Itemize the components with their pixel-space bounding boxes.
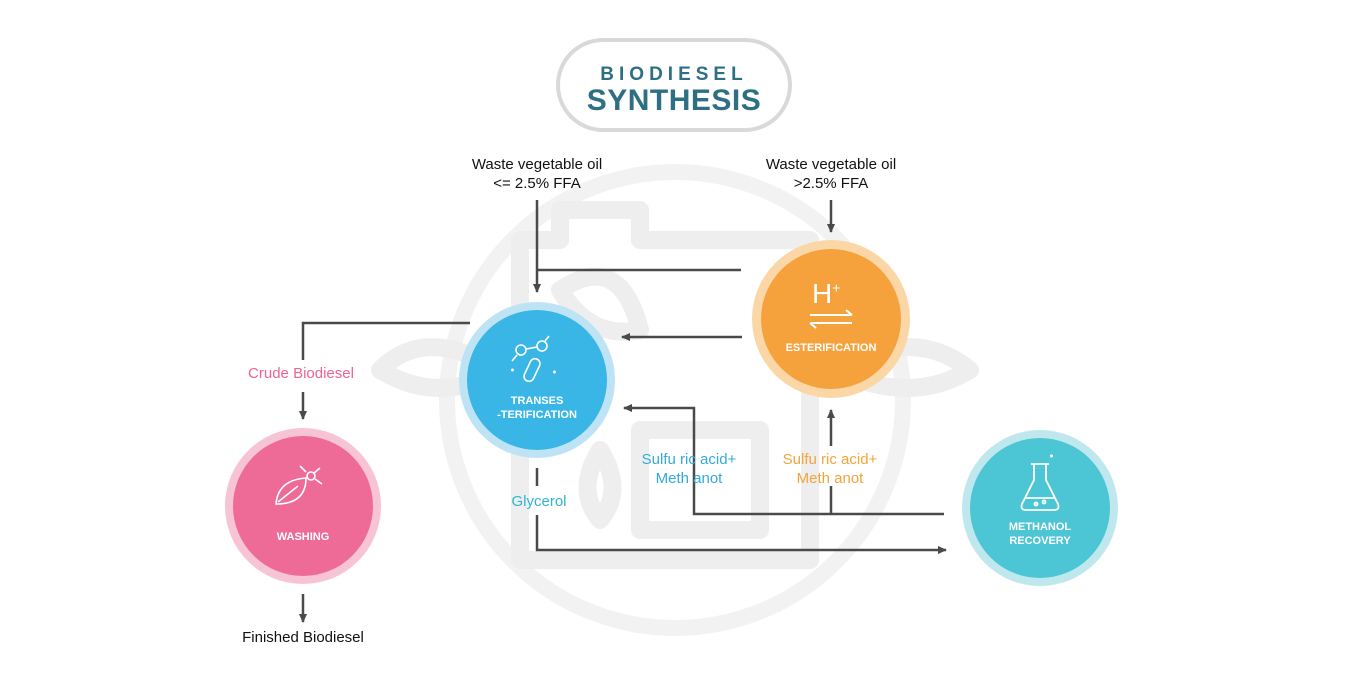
transesterification-label-line2: -TERIFICATION: [497, 409, 577, 421]
methanol-recovery-label: METHANOL RECOVERY: [990, 520, 1090, 548]
node-transesterification: [459, 302, 615, 458]
flow-finished-biodiesel: Finished Biodiesel: [242, 629, 364, 646]
h-plus-symbol: H+: [812, 278, 840, 310]
methanol-recovery-line1: METHANOL: [1008, 521, 1072, 533]
input-high-ffa-line2: >2.5% FFA: [793, 175, 869, 192]
input-high-ffa: Waste vegetable oil >2.5% FFA: [731, 155, 931, 193]
input-low-ffa-line1: Waste vegetable oil: [471, 156, 603, 173]
flow-recycle-trans: Sulfu ric acid+ Meth anot: [624, 450, 754, 488]
input-low-ffa: Waste vegetable oil <= 2.5% FFA: [437, 155, 637, 193]
flow-crude-biodiesel: Crude Biodiesel: [248, 365, 354, 382]
h-plus-equilibrium-icon: [809, 309, 853, 329]
flask-icon: [1020, 454, 1060, 511]
arrow-recycle-trans: [623, 404, 944, 516]
title-pill: BIODIESEL SYNTHESIS: [556, 38, 792, 132]
arrow-glycerol: [535, 515, 947, 554]
flow-recycle-ester-line1: Sulfu ric acid+: [782, 451, 878, 468]
transesterification-label: TRANSES -TERIFICATION: [487, 394, 587, 422]
input-low-ffa-line2: <= 2.5% FFA: [493, 175, 581, 192]
molecule-test-tube-icon: [511, 335, 556, 383]
molecule-leaf-icon: [275, 465, 323, 505]
h-symbol: H: [812, 278, 833, 309]
title-line2: SYNTHESIS: [586, 84, 762, 117]
flow-glycerol: Glycerol: [511, 493, 567, 510]
node-esterification: [752, 240, 910, 398]
flow-recycle-ester-line2: Meth anot: [796, 470, 864, 487]
arrow-crude-biodiesel: [301, 321, 470, 360]
flow-recycle-trans-line1: Sulfu ric acid+: [641, 451, 737, 468]
flow-recycle-trans-line2: Meth anot: [655, 470, 723, 487]
node-methanol-recovery: [962, 430, 1118, 586]
node-washing: [225, 428, 381, 584]
title-line1: BIODIESEL: [600, 64, 748, 85]
methanol-recovery-line2: RECOVERY: [1009, 535, 1071, 547]
input-high-ffa-line1: Waste vegetable oil: [765, 156, 897, 173]
transesterification-label-line1: TRANSES: [510, 395, 564, 407]
washing-label: WASHING: [276, 531, 330, 543]
connector-lines: [299, 200, 947, 623]
flow-recycle-ester: Sulfu ric acid+ Meth anot: [765, 450, 895, 488]
plus-superscript: +: [832, 279, 841, 296]
esterification-label: ESTERIFICATION: [785, 342, 877, 354]
